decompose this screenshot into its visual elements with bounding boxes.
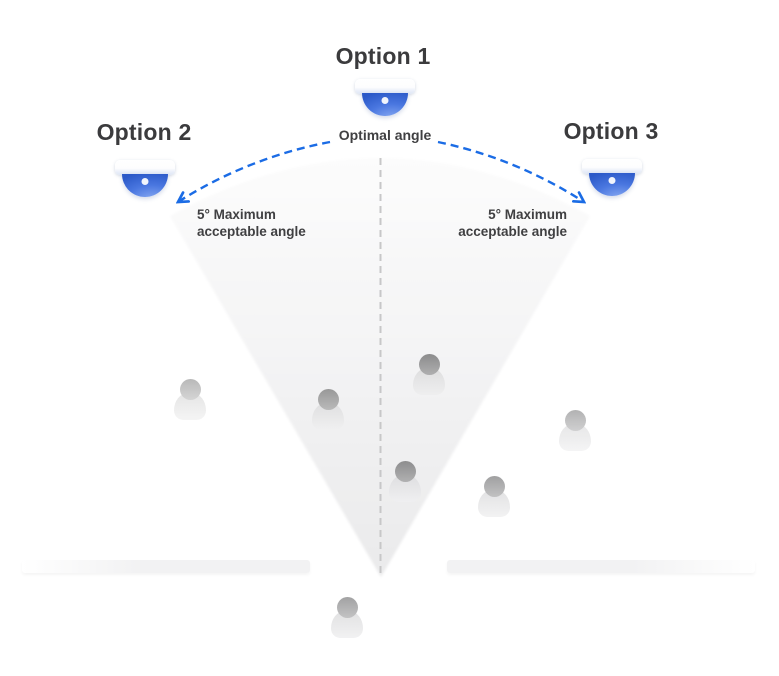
person-below-apex-icon [330,597,364,638]
person-head [483,476,505,497]
person-head [418,354,440,375]
max-angle-left-line1: 5° Maximum [197,207,276,222]
left-angle-arc [178,140,331,202]
max-angle-right-line1: 5° Maximum [488,207,567,222]
person-head [317,389,339,410]
person-outside-left-icon [173,379,207,420]
optimal-angle-label: Optimal angle [338,127,432,143]
max-angle-label-right: 5° Maximum acceptable angle [458,206,567,240]
camera-dome [122,174,168,197]
max-angle-label-left: 5° Maximum acceptable angle [197,206,306,240]
camera-icon-option3 [582,159,642,201]
option-1-title: Option 1 [335,43,431,69]
floor-bar-left [22,560,310,573]
camera-lens-dot [608,177,616,184]
right-angle-arc [437,140,584,202]
person-body [389,475,421,502]
camera-dome [589,173,635,196]
camera-icon-option1 [355,79,415,121]
max-angle-left-line2: acceptable angle [197,224,306,239]
camera-mount-plate [115,160,175,175]
person-head [336,597,358,618]
camera-lens-dot [141,178,149,185]
person-head [179,379,201,400]
person-head [394,461,416,482]
person-right-center-icon [477,476,511,517]
floor-bar-right [447,560,755,573]
option-2-title: Option 2 [96,119,192,145]
person-outside-right-icon [558,410,592,451]
person-in-cone-left-icon [311,389,345,430]
person-in-cone-upper-icon [412,354,446,395]
max-angle-right-line2: acceptable angle [458,224,567,239]
camera-icon-option2 [115,160,175,202]
camera-mount-plate [355,79,415,94]
person-in-cone-lower-icon [388,461,422,502]
option-3-title: Option 3 [563,118,659,144]
camera-lens-dot [381,97,389,104]
camera-mount-plate [582,159,642,174]
camera-dome [362,93,408,116]
person-head [564,410,586,431]
person-body [331,611,363,638]
